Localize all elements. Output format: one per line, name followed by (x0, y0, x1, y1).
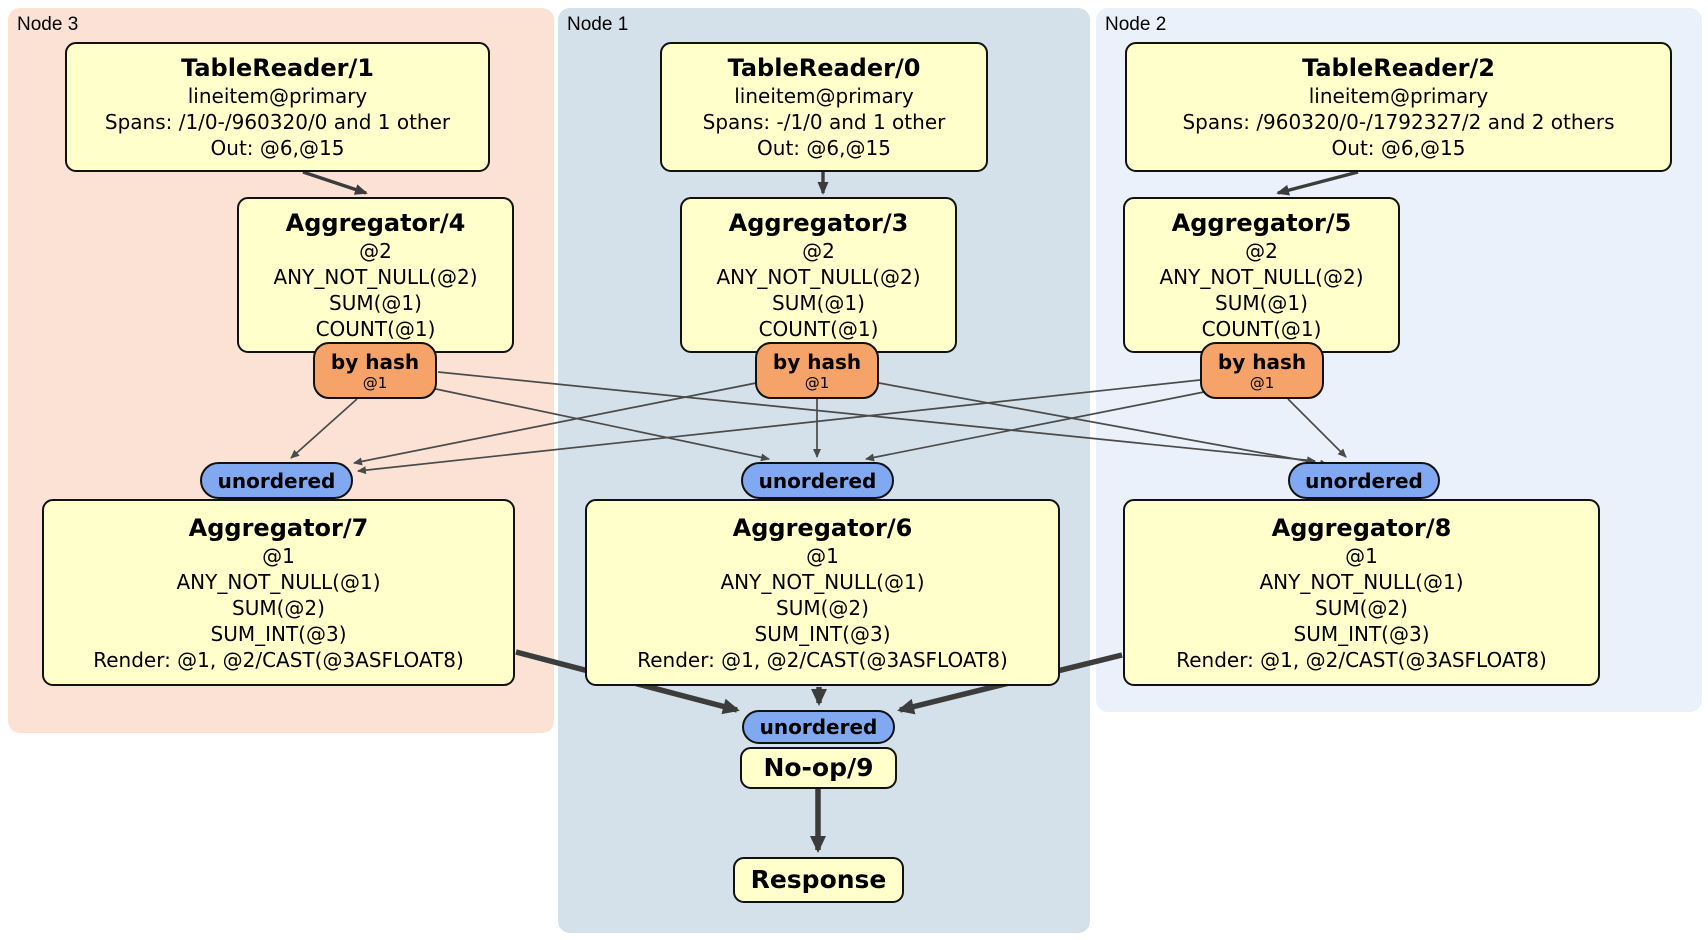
processor-title: TableReader/1 (181, 54, 374, 82)
processor-detail: ANY_NOT_NULL(@2) (1159, 265, 1364, 289)
edge-hash-router-mesh (290, 371, 1347, 475)
processor-aggregator-5: Aggregator/5 @2 ANY_NOT_NULL(@2) SUM(@1)… (1123, 197, 1400, 353)
processor-detail: SUM(@2) (232, 595, 325, 620)
router-by-hash-node2: by hash @1 (1200, 342, 1324, 399)
processor-detail: ANY_NOT_NULL(@1) (720, 569, 925, 594)
processor-detail: Spans: /960320/0-/1792327/2 and 2 others (1182, 110, 1615, 134)
processor-detail: SUM_INT(@3) (754, 621, 891, 646)
processor-aggregator-8: Aggregator/8 @1 ANY_NOT_NULL(@1) SUM(@2)… (1123, 499, 1600, 686)
router-by-hash-node1: by hash @1 (755, 342, 879, 399)
processor-aggregator-4: Aggregator/4 @2 ANY_NOT_NULL(@2) SUM(@1)… (237, 197, 514, 353)
router-label: by hash (772, 349, 862, 374)
processor-title: Aggregator/5 (1171, 209, 1352, 237)
sync-unordered-final: unordered (742, 710, 895, 744)
processor-detail: lineitem@primary (1308, 84, 1489, 108)
edge-tablereader-to-aggregator (302, 170, 1359, 196)
sync-unordered-node1: unordered (741, 462, 894, 499)
processor-detail: ANY_NOT_NULL(@2) (273, 265, 478, 289)
processor-detail: SUM(@2) (776, 595, 869, 620)
router-label: by hash (330, 349, 420, 374)
processor-detail: Spans: -/1/0 and 1 other (702, 110, 946, 134)
processor-detail: COUNT(@1) (1201, 317, 1322, 341)
router-by-hash-node3: by hash @1 (313, 342, 437, 399)
processor-title: Aggregator/6 (732, 513, 913, 542)
processor-detail: Render: @1, @2/CAST(@3ASFLOAT8) (637, 647, 1008, 672)
processor-detail: @1 (806, 543, 839, 568)
processor-title: TableReader/0 (727, 54, 921, 82)
processor-detail: @2 (802, 239, 835, 263)
router-label: by hash (1217, 349, 1307, 374)
processor-detail: SUM(@1) (1215, 291, 1308, 315)
processor-detail: SUM_INT(@3) (210, 621, 347, 646)
processor-detail: @1 (1345, 543, 1378, 568)
processor-tablereader-0: TableReader/0 lineitem@primary Spans: -/… (660, 42, 988, 172)
processor-response: Response (733, 857, 904, 903)
processor-detail: SUM(@1) (772, 291, 865, 315)
processor-noop-9: No-op/9 (740, 747, 897, 789)
processor-detail: Spans: /1/0-/960320/0 and 1 other (104, 110, 451, 134)
processor-detail: COUNT(@1) (315, 317, 436, 341)
processor-title: Aggregator/8 (1271, 513, 1452, 542)
processor-title: Aggregator/4 (285, 209, 466, 237)
sync-unordered-node2: unordered (1288, 462, 1440, 499)
processor-title: TableReader/2 (1302, 54, 1495, 82)
processor-aggregator-7: Aggregator/7 @1 ANY_NOT_NULL(@1) SUM(@2)… (42, 499, 515, 686)
processor-detail: Render: @1, @2/CAST(@3ASFLOAT8) (1176, 647, 1547, 672)
router-key: @1 (1249, 373, 1275, 392)
processor-detail: SUM_INT(@3) (1293, 621, 1430, 646)
processor-detail: @2 (359, 239, 392, 263)
processor-title: No-op/9 (763, 753, 874, 782)
processor-detail: ANY_NOT_NULL(@1) (1259, 569, 1464, 594)
processor-detail: ANY_NOT_NULL(@1) (176, 569, 381, 594)
processor-detail: lineitem@primary (187, 84, 368, 108)
processor-detail: @1 (262, 543, 295, 568)
sync-unordered-node3: unordered (200, 462, 353, 499)
processor-title: Aggregator/3 (728, 209, 909, 237)
processor-detail: SUM(@1) (329, 291, 422, 315)
processor-tablereader-1: TableReader/1 lineitem@primary Spans: /1… (65, 42, 490, 172)
processor-detail: Out: @6,@15 (1331, 136, 1466, 160)
processor-detail: lineitem@primary (734, 84, 914, 108)
processor-detail: Out: @6,@15 (757, 136, 891, 160)
region-label-node-1: Node 1 (567, 14, 629, 35)
processor-detail: SUM(@2) (1315, 595, 1408, 620)
router-key: @1 (804, 373, 830, 392)
region-label-node-3: Node 3 (17, 14, 79, 35)
processor-title: Response (750, 865, 887, 894)
processor-detail: Render: @1, @2/CAST(@3ASFLOAT8) (93, 647, 464, 672)
region-label-node-2: Node 2 (1105, 14, 1167, 35)
processor-detail: ANY_NOT_NULL(@2) (716, 265, 921, 289)
processor-aggregator-6: Aggregator/6 @1 ANY_NOT_NULL(@1) SUM(@2)… (585, 499, 1060, 686)
processor-tablereader-2: TableReader/2 lineitem@primary Spans: /9… (1125, 42, 1672, 172)
processor-detail: COUNT(@1) (758, 317, 879, 341)
router-key: @1 (362, 373, 388, 392)
processor-detail: @2 (1245, 239, 1278, 263)
processor-title: Aggregator/7 (188, 513, 369, 542)
processor-aggregator-3: Aggregator/3 @2 ANY_NOT_NULL(@2) SUM(@1)… (680, 197, 957, 353)
processor-detail: Out: @6,@15 (210, 136, 345, 160)
